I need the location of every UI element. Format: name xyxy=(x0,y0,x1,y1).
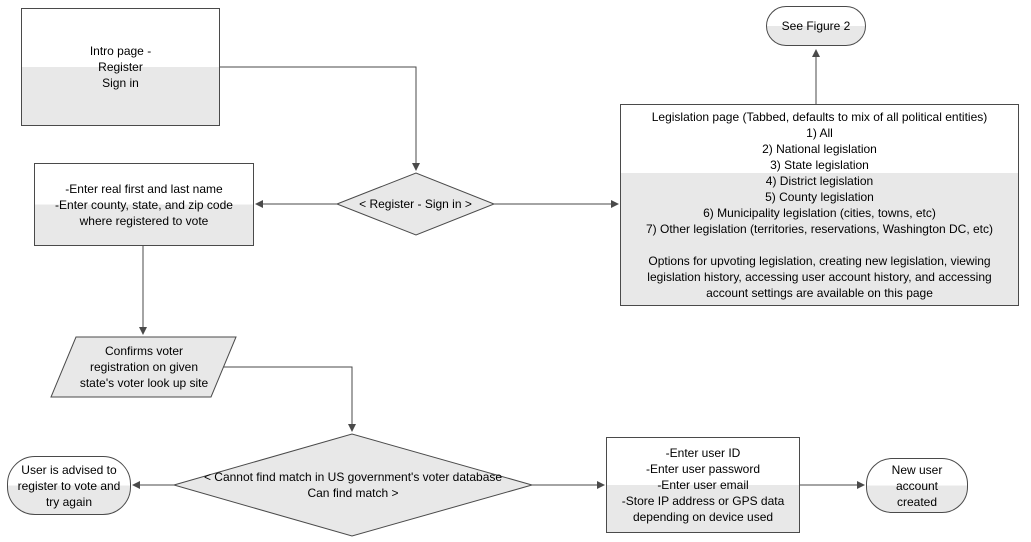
register-decision-text: < Register - Sign in > xyxy=(359,197,472,211)
advised-line: try again xyxy=(45,494,92,509)
legislation-line: 4) District legislation xyxy=(765,174,874,188)
user-info-box: -Enter user ID -Enter user password -Ent… xyxy=(606,437,800,533)
legislation-line: 5) County legislation xyxy=(765,190,874,204)
register-decision-label: < Register - Sign in > xyxy=(337,194,494,214)
legislation-line: 2) National legislation xyxy=(762,142,877,156)
new-account-line: created xyxy=(896,494,938,509)
legislation-line: 6) Municipality legislation (cities, tow… xyxy=(703,206,936,220)
user-info-line: depending on device used xyxy=(632,510,774,524)
legislation-line: legislation history, accessing user acco… xyxy=(647,270,992,284)
enter-name-box: -Enter real first and last name -Enter c… xyxy=(34,163,254,246)
intro-line: Sign in xyxy=(102,76,139,90)
user-info-line: -Enter user ID xyxy=(665,446,741,460)
see-figure-2-node: See Figure 2 xyxy=(766,6,866,46)
match-line: Can find match > xyxy=(307,486,399,500)
advised-line: register to vote and xyxy=(17,478,121,493)
intro-line: Register xyxy=(98,60,143,74)
legislation-blank-line xyxy=(646,237,993,253)
intro-line: Intro page - xyxy=(89,44,152,58)
confirm-line: registration on given xyxy=(89,360,199,374)
enter-name-line: -Enter real first and last name xyxy=(65,181,223,196)
match-line: < Cannot find match in US government's v… xyxy=(203,470,503,484)
confirm-voter-label: Confirms voter registration on given sta… xyxy=(56,341,232,393)
user-info-line: -Enter user email xyxy=(657,478,749,492)
advised-line: User is advised to xyxy=(21,462,117,477)
new-account-node: New user account created xyxy=(866,458,968,513)
legislation-line: Legislation page (Tabbed, defaults to mi… xyxy=(651,110,988,124)
user-info-line: -Store IP address or GPS data xyxy=(621,494,785,508)
legislation-line: 1) All xyxy=(806,126,833,140)
see-figure-label: See Figure 2 xyxy=(781,19,851,33)
confirm-line: state's voter look up site xyxy=(79,376,209,390)
confirm-line: Confirms voter xyxy=(104,344,184,358)
match-decision-label: < Cannot find match in US government's v… xyxy=(184,467,522,503)
confirm-voter-parallelogram xyxy=(50,336,237,398)
legislation-line: Options for upvoting legislation, creati… xyxy=(648,254,991,268)
new-account-line: New user xyxy=(891,462,943,477)
user-info-line: -Enter user password xyxy=(645,462,761,476)
new-account-line: account xyxy=(895,478,939,493)
user-advised-node: User is advised to register to vote and … xyxy=(7,456,131,515)
connector-confirm-to-match xyxy=(223,366,356,432)
legislation-line: 7) Other legislation (territories, reser… xyxy=(645,222,993,236)
legislation-line: account settings are available on this p… xyxy=(706,286,933,300)
enter-name-line: where registered to vote xyxy=(79,213,209,228)
legislation-page-box: Legislation page (Tabbed, defaults to mi… xyxy=(620,104,1019,306)
enter-name-line: -Enter county, state, and zip code xyxy=(55,197,233,212)
connector-intro-to-register xyxy=(220,66,420,171)
legislation-line: 3) State legislation xyxy=(770,158,869,172)
intro-page-box: Intro page - Register Sign in xyxy=(21,8,220,126)
